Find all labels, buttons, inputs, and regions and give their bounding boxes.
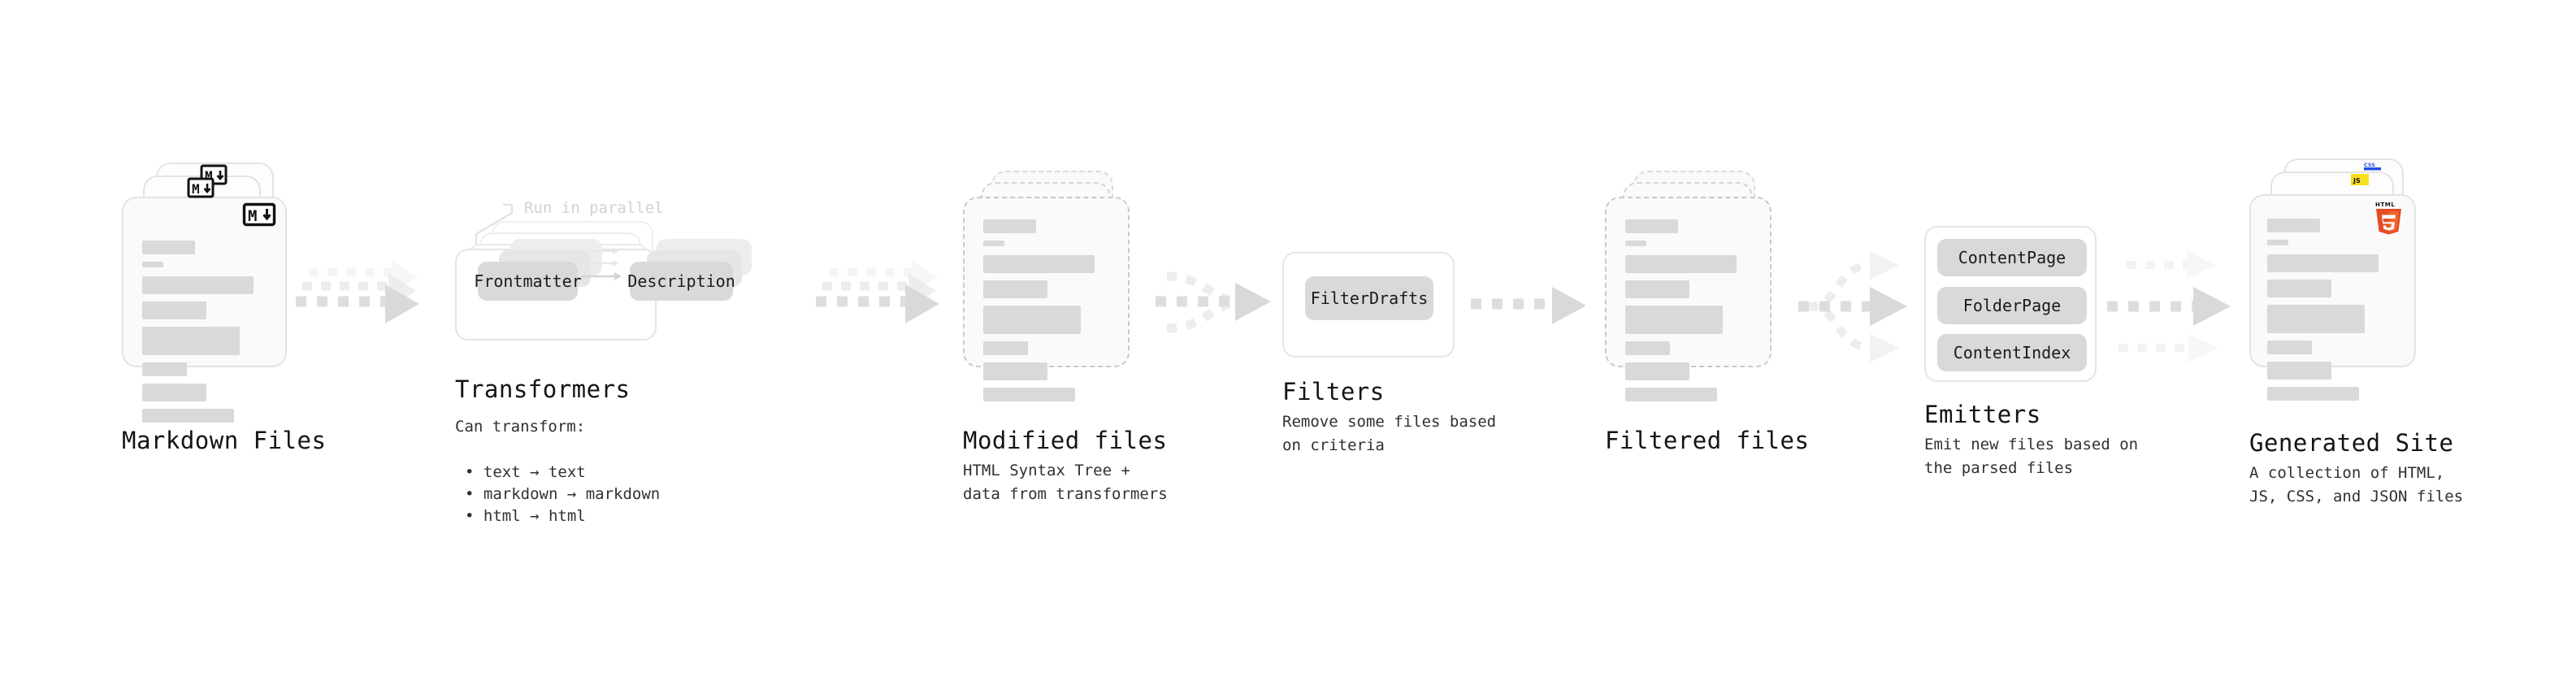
filters-subtitle: Remove some files based on criteria	[1282, 413, 1497, 454]
svg-text:M: M	[248, 207, 257, 225]
transformers-bullet-0-label: text → text	[483, 462, 586, 481]
modified-card-front	[963, 197, 1130, 401]
filters-title: Filters	[1282, 378, 1385, 406]
markdown-card-front	[122, 197, 287, 423]
arrow-markdown-to-transformers	[296, 261, 419, 323]
filter-chip-filterdrafts-label: FilterDrafts	[1310, 288, 1429, 308]
transformers-title: Transformers	[455, 375, 631, 403]
bullet-dot-2: •	[465, 506, 484, 525]
svg-text:M: M	[205, 168, 213, 184]
generated-site-title: Generated Site	[2249, 429, 2454, 457]
filtered-content-lines	[1625, 219, 1754, 409]
arrow-filters-to-filtered	[1471, 287, 1586, 324]
modified-files-title: Modified files	[963, 427, 1168, 454]
filters-group: FilterDrafts	[1282, 252, 1455, 358]
generated-site-subtitle: A collection of HTML, JS, CSS, and JSON …	[2249, 464, 2464, 505]
emitters-title: Emitters	[1924, 401, 2041, 428]
emitter-chip-contentpage[interactable]: ContentPage	[1937, 239, 2087, 276]
emitter-chip-folderpage[interactable]: FolderPage	[1937, 287, 2087, 324]
bullet-dot-1: •	[465, 484, 484, 503]
transformer-chip-frontmatter-label: Frontmatter	[474, 271, 582, 291]
modified-files-subtitle: HTML Syntax Tree + data from transformer…	[963, 462, 1168, 503]
arrow-modified-to-filters	[1156, 271, 1271, 333]
modified-content-lines	[983, 219, 1112, 409]
run-in-parallel-label: Run in parallel	[524, 199, 664, 217]
emitter-chip-folderpage-label: FolderPage	[1962, 296, 2062, 315]
markdown-icon-back-1: M	[187, 177, 215, 198]
filtered-card-front	[1605, 197, 1772, 401]
svg-text:JS: JS	[2353, 177, 2361, 184]
transformers-bullet-1: • markdown → markdown	[465, 459, 660, 506]
transformer-inner-arrows	[582, 248, 622, 280]
markdown-content-lines	[142, 241, 269, 430]
transformers-bullet-1-label: markdown → markdown	[483, 484, 661, 503]
transformers-bullet-0: • text → text	[465, 437, 586, 484]
filter-chip-filterdrafts[interactable]: FilterDrafts	[1305, 276, 1433, 320]
markdown-icon: M	[242, 202, 276, 227]
arrow-emitters-to-site	[2107, 251, 2231, 362]
transformers-bullet-2: • html → html	[465, 481, 586, 528]
filtered-files-title: Filtered files	[1605, 427, 1810, 454]
transformers-subtitle: Can transform:	[455, 418, 586, 436]
emitter-chip-contentpage-label: ContentPage	[1958, 248, 2066, 267]
emitter-chip-contentindex[interactable]: ContentIndex	[1937, 334, 2087, 371]
emitter-chip-contentindex-label: ContentIndex	[1953, 343, 2071, 362]
emitters-group: ContentPage FolderPage ContentIndex	[1924, 226, 2097, 382]
transformer-chip-description[interactable]: Description	[627, 262, 735, 301]
transformer-chip-frontmatter[interactable]: Frontmatter	[474, 262, 582, 301]
svg-text:CSS: CSS	[2364, 162, 2375, 168]
transformers-bullet-2-label: html → html	[483, 506, 586, 525]
arrow-transformers-to-modified	[816, 261, 939, 323]
svg-text:M: M	[192, 181, 200, 197]
site-content-lines	[2267, 219, 2398, 408]
markdown-files-title: Markdown Files	[122, 427, 327, 454]
arrow-filtered-to-emitters	[1798, 251, 1907, 362]
transformer-chip-description-label: Description	[627, 271, 735, 291]
css3-icon: CSS	[2364, 162, 2381, 171]
javascript-icon: JS	[2351, 174, 2369, 185]
html5-icon: HTML	[2375, 202, 2401, 235]
svg-text:HTML: HTML	[2375, 202, 2395, 208]
bullet-dot-0: •	[465, 462, 484, 481]
emitters-subtitle: Emit new files based on the parsed files	[1924, 436, 2139, 477]
